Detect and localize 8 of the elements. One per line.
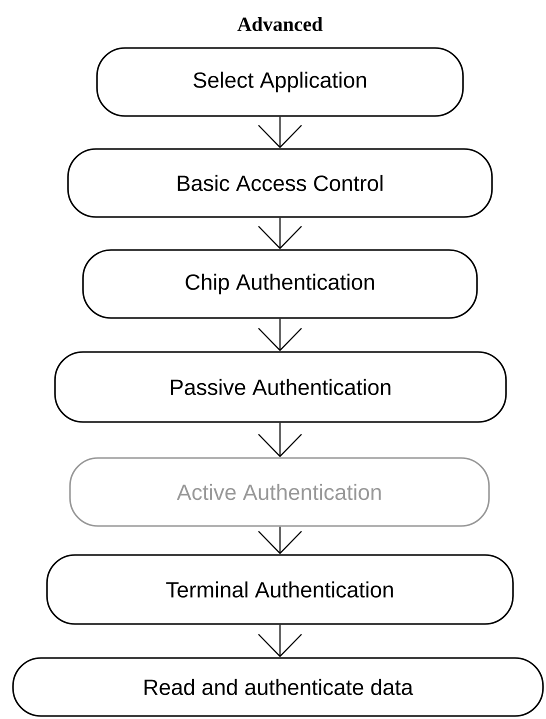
process-box: Terminal Authentication — [46, 554, 514, 625]
process-box: Select Application — [96, 47, 464, 117]
process-box: Chip Authentication — [82, 249, 478, 319]
title: Advanced — [237, 16, 323, 32]
process-box: Active Authentication — [69, 457, 490, 527]
process-box: Passive Authentication — [54, 351, 507, 423]
process-box: Basic Access Control — [67, 148, 493, 218]
process-box: Read and authenticate data — [12, 657, 544, 717]
